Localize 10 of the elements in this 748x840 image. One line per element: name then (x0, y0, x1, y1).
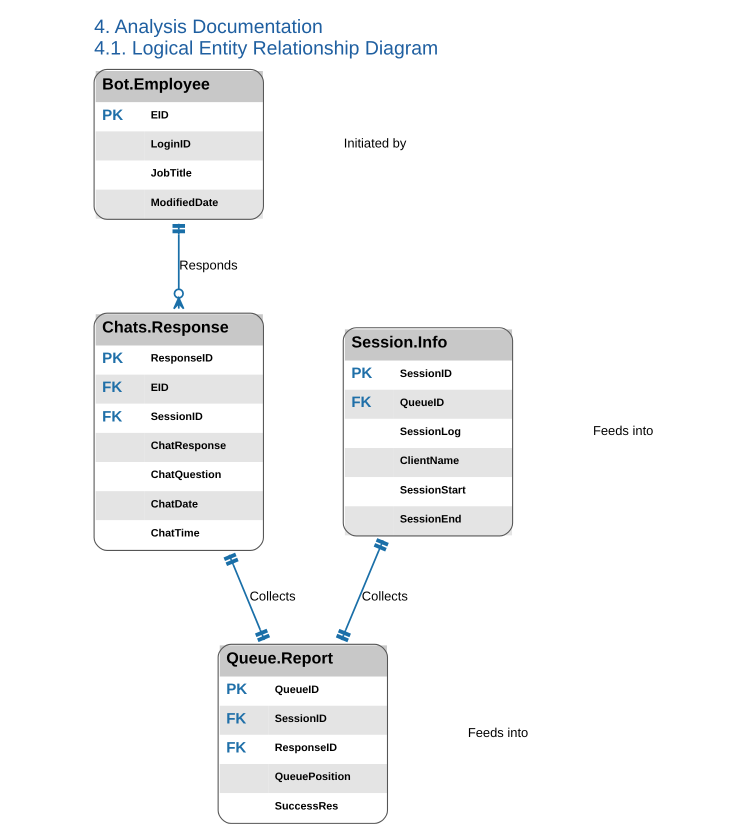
diagram-title: 4. Analysis Documentation (94, 16, 323, 38)
caption: 4.1. Logical Entity Relationship Diagram (94, 37, 438, 60)
label: Feeds into (592, 422, 654, 438)
edge-label: Collects (250, 588, 296, 604)
connector (336, 538, 389, 642)
connector (224, 552, 270, 642)
edge-label: Collects (362, 588, 408, 604)
edge-label: Responds (179, 257, 238, 272)
label: Feeds into (468, 724, 528, 740)
label: Initiated by (344, 135, 406, 150)
